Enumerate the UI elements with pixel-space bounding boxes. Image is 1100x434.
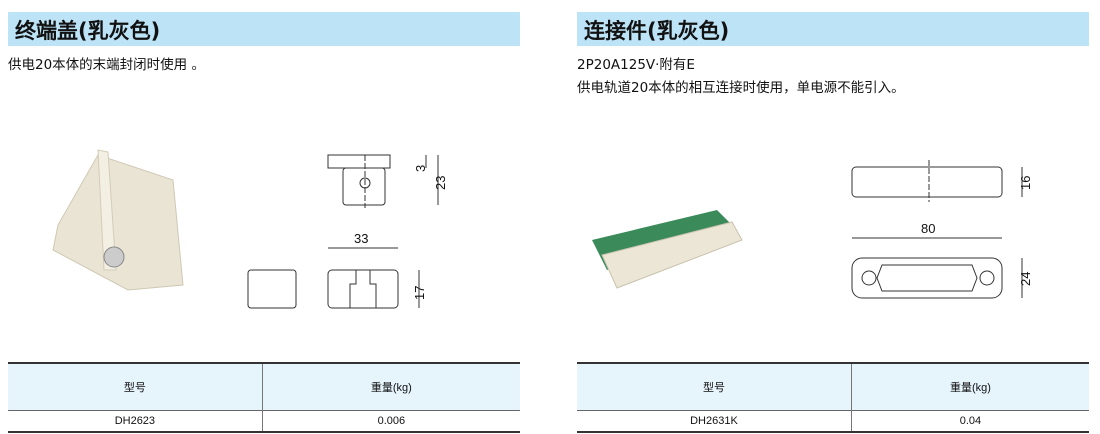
dim-16: 16 (1018, 176, 1033, 190)
dim-24: 24 (1018, 272, 1033, 286)
connector-section: 连接件(乳灰色) 2P20A125V·附有E 供电轨道20本体的相互连接时使用，… (577, 0, 1089, 434)
header-weight: 重量(kg) (850, 362, 1089, 411)
top-view-drawing (327, 154, 439, 208)
description: 供电20本体的末端封闭时使用 。 (8, 57, 205, 73)
spec-line: 2P20A125V·附有E (577, 57, 695, 73)
cell-weight: 0.006 (261, 410, 520, 433)
section-title: 终端盖(乳灰色) (15, 19, 161, 43)
connector-figure: 16 80 24 (592, 160, 1033, 299)
section-title: 连接件(乳灰色) (584, 19, 730, 43)
end-cap-figure: 3 23 33 17 (52, 149, 448, 309)
cell-weight: 0.04 (850, 410, 1089, 433)
header-model: 型号 (577, 362, 852, 411)
connector-photo (592, 210, 743, 289)
dim-80: 80 (921, 221, 935, 236)
cell-model: DH2631K (577, 410, 852, 433)
header-weight: 重量(kg) (261, 362, 520, 411)
dim-23: 23 (433, 176, 448, 190)
description: 供电轨道20本体的相互连接时使用，单电源不能引入。 (577, 80, 905, 96)
section-header: 连接件(乳灰色) (577, 12, 1089, 46)
dim-17: 17 (412, 286, 427, 300)
dim-3: 3 (413, 165, 428, 172)
end-cap-section: 终端盖(乳灰色) 供电20本体的末端封闭时使用 。 3 23 33 17 型号重… (8, 0, 520, 434)
cell-model: DH2623 (8, 410, 263, 433)
header-model: 型号 (8, 362, 263, 411)
dim-33: 33 (354, 231, 368, 246)
section-header: 终端盖(乳灰色) (8, 12, 520, 46)
end-cap-photo (52, 149, 184, 291)
